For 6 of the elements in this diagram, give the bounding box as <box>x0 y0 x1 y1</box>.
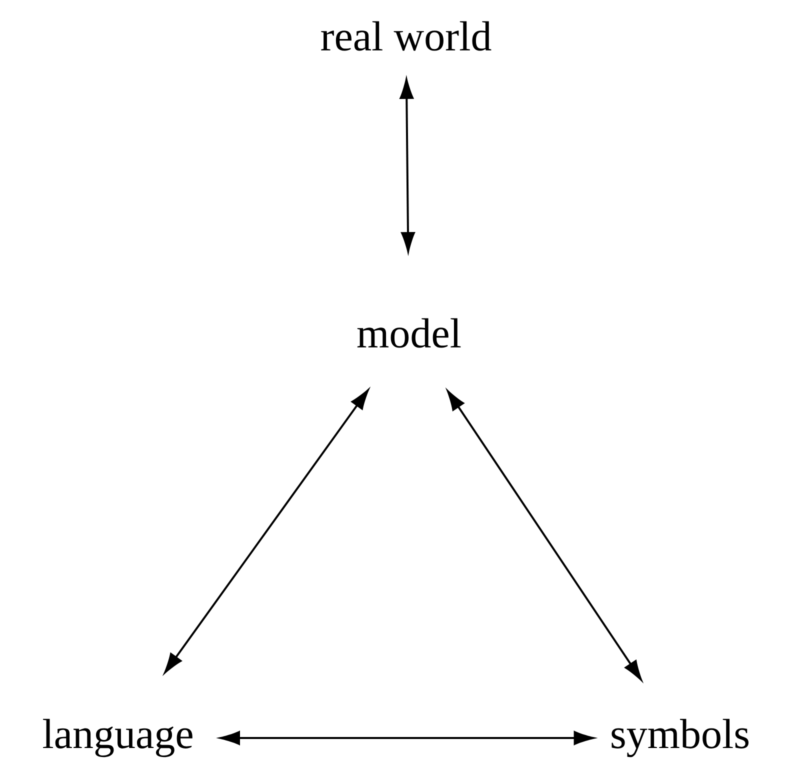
node-label: real world <box>321 21 492 51</box>
node-label: language <box>43 718 192 758</box>
node-label: symbols <box>612 718 748 758</box>
arrow <box>447 390 642 680</box>
node-label: model <box>357 318 461 348</box>
arrow <box>164 390 369 674</box>
